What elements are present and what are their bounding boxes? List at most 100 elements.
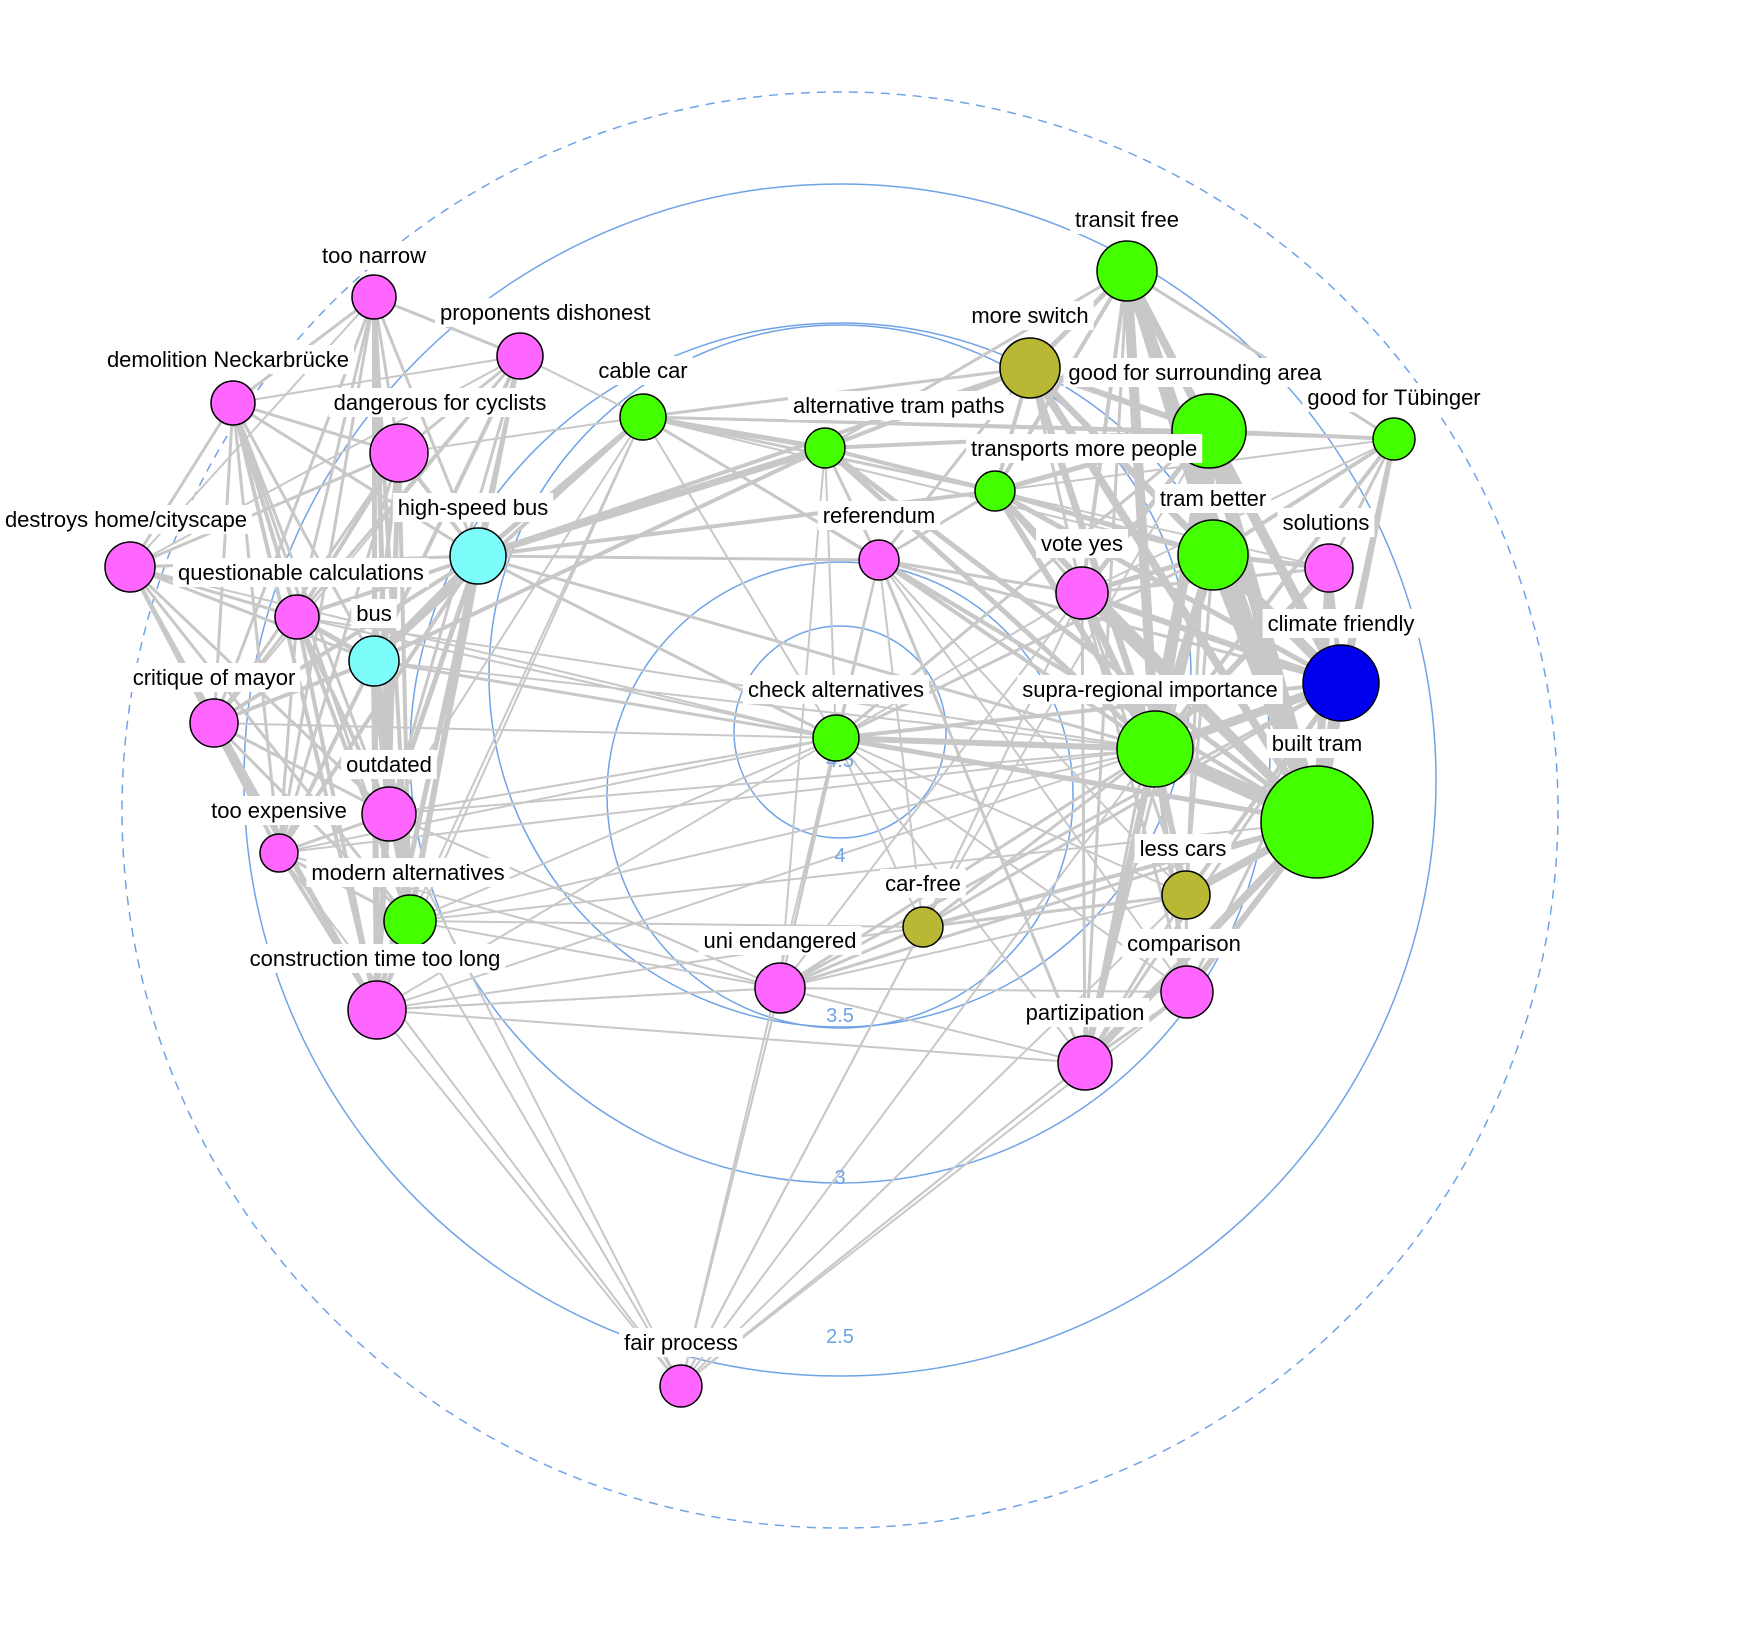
node-transit-free[interactable] <box>1096 240 1158 302</box>
node-label-modern-alternatives: modern alternatives <box>311 860 504 885</box>
label-background <box>966 301 1094 330</box>
node-label-group: bus <box>351 599 397 628</box>
label-background <box>244 944 506 973</box>
edge <box>231 402 379 1011</box>
node-uni-endangered[interactable] <box>754 962 806 1014</box>
node-label-partizipation: partizipation <box>1026 1000 1145 1025</box>
nodes-layer <box>104 240 1416 1408</box>
node-label-vote-yes: vote yes <box>1041 531 1123 556</box>
node-label-group: destroys home/cityscape <box>0 505 253 534</box>
edge <box>388 416 644 815</box>
node-less-cars[interactable] <box>1161 870 1211 920</box>
node-label-group: fair process <box>619 1328 743 1357</box>
node-label-group: transports more people <box>966 434 1203 463</box>
node-label-built-tram: built tram <box>1272 731 1362 756</box>
node-outdated[interactable] <box>361 786 417 842</box>
node-questionable-calculations[interactable] <box>274 594 320 640</box>
label-background <box>880 869 966 898</box>
node-transports-more-people[interactable] <box>974 470 1016 512</box>
node-car-free[interactable] <box>902 906 944 948</box>
node-label-group: critique of mayor <box>127 663 301 692</box>
edge <box>680 748 1156 1387</box>
edge <box>409 737 837 922</box>
edge <box>922 820 1318 929</box>
label-background <box>127 663 301 692</box>
node-label-good-for-t-binger: good for Tübinger <box>1307 385 1480 410</box>
label-background <box>1036 529 1128 558</box>
ring-value-label: 3.5 <box>826 1005 854 1027</box>
node-label-group: good for surrounding area <box>1063 358 1328 387</box>
node-too-narrow[interactable] <box>351 274 397 320</box>
label-background <box>392 493 554 522</box>
node-referendum[interactable] <box>858 539 900 581</box>
node-label-group: alternative tram paths <box>788 391 1010 420</box>
edge <box>129 451 400 569</box>
label-background <box>698 926 862 955</box>
node-destroys-home-cityscape[interactable] <box>104 541 156 593</box>
node-label-tram-better: tram better <box>1160 486 1266 511</box>
label-background <box>1070 205 1184 234</box>
node-label-group: less cars <box>1134 834 1232 863</box>
node-construction-time-too-long[interactable] <box>347 980 407 1040</box>
label-background <box>817 501 941 530</box>
label-background <box>173 558 429 587</box>
edge <box>388 748 1156 815</box>
edge <box>277 851 379 1012</box>
node-label-more-switch: more switch <box>971 303 1088 328</box>
node-label-group: referendum <box>817 501 941 530</box>
node-vote-yes[interactable] <box>1055 566 1109 620</box>
edge <box>477 554 880 562</box>
label-background <box>742 675 930 704</box>
edge <box>372 415 645 663</box>
edge <box>373 660 1156 750</box>
node-proponents-dishonest[interactable] <box>496 332 544 380</box>
label-background <box>317 241 432 270</box>
edge <box>373 446 826 663</box>
node-label-too-expensive: too expensive <box>211 798 347 823</box>
node-label-transports-more-people: transports more people <box>971 436 1197 461</box>
node-climate-friendly[interactable] <box>1302 644 1380 722</box>
node-label-group: uni endangered <box>698 926 862 955</box>
edge <box>397 452 412 922</box>
node-built-tram[interactable] <box>1260 765 1374 879</box>
edge <box>213 722 837 739</box>
node-high-speed-bus[interactable] <box>449 527 507 585</box>
edge <box>878 559 1188 993</box>
node-tram-better[interactable] <box>1177 519 1249 591</box>
node-fair-process[interactable] <box>659 1364 703 1408</box>
node-label-group: good for Tübinger <box>1302 383 1486 412</box>
edge <box>129 565 298 619</box>
node-dangerous-for-cyclists[interactable] <box>369 423 429 483</box>
edge <box>129 565 375 663</box>
edge <box>398 416 644 454</box>
node-check-alternatives[interactable] <box>812 714 860 762</box>
edge <box>922 681 1342 929</box>
node-supra-regional-importance[interactable] <box>1116 710 1194 788</box>
node-label-group: tram better <box>1154 484 1272 513</box>
node-alternative-tram-paths[interactable] <box>804 427 846 469</box>
node-label-group: comparison <box>1122 929 1246 958</box>
node-partizipation[interactable] <box>1057 1035 1113 1091</box>
node-demolition-neckarbr-cke[interactable] <box>210 380 256 426</box>
node-cable-car[interactable] <box>619 393 667 441</box>
node-bus[interactable] <box>348 635 400 687</box>
node-label-group: built tram <box>1266 729 1368 758</box>
node-comparison[interactable] <box>1160 965 1214 1019</box>
node-solutions[interactable] <box>1304 543 1354 593</box>
edge <box>993 488 1343 686</box>
node-label-group: questionable calculations <box>173 558 429 587</box>
edge <box>779 559 880 989</box>
node-critique-of-mayor[interactable] <box>189 698 239 748</box>
edge <box>296 616 1156 750</box>
node-too-expensive[interactable] <box>259 833 299 873</box>
node-label-group: demolition Neckarbrücke <box>101 345 355 374</box>
node-label-transit-free: transit free <box>1075 207 1179 232</box>
label-background <box>966 434 1203 463</box>
node-good-for-t-binger[interactable] <box>1372 417 1416 461</box>
node-label-group: construction time too long <box>244 944 506 973</box>
edge <box>277 452 401 854</box>
edge <box>477 554 837 740</box>
node-modern-alternatives[interactable] <box>383 894 437 948</box>
node-more-switch[interactable] <box>999 337 1061 399</box>
